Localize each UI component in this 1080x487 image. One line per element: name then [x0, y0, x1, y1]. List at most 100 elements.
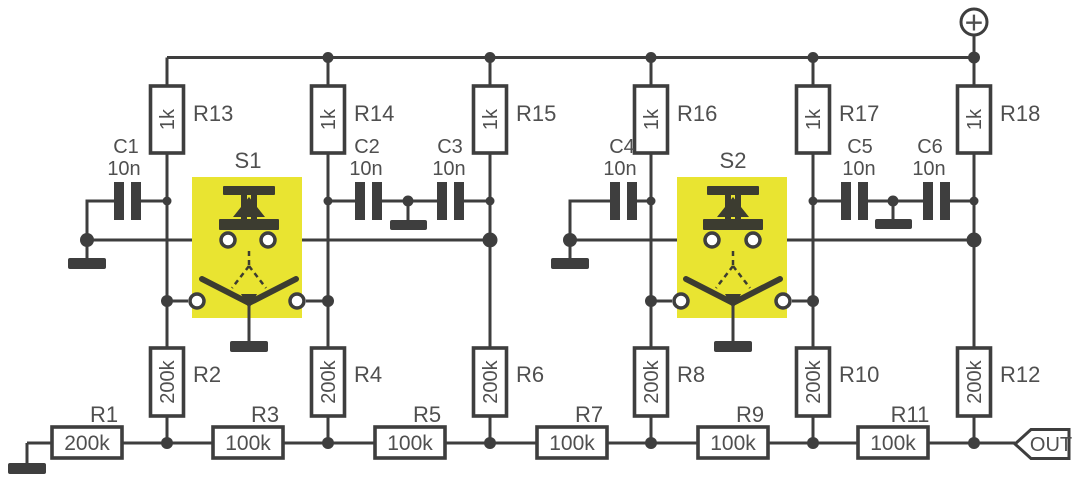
resistor-name: R1: [90, 402, 118, 427]
resistor-r1: R1 200k: [50, 402, 124, 460]
wire-c1-left: [85, 199, 114, 258]
capacitor-name: C4: [609, 136, 635, 158]
ground-symbols: [8, 219, 912, 474]
switch-contact: [259, 231, 277, 249]
resistor-value: 100k: [549, 432, 595, 455]
capacitor-name: C6: [917, 136, 943, 158]
resistor-value: 200k: [318, 359, 340, 403]
switch-s1-arms: [199, 276, 299, 306]
switch-contact: [219, 231, 237, 249]
resistor-name: R5: [413, 402, 441, 427]
resistor-r10: 200k R10: [794, 346, 879, 418]
resistor-r3: R3 100k: [211, 402, 285, 460]
switch-contact: [288, 292, 306, 310]
capacitor-value: 10n: [912, 158, 945, 180]
resistor-r15: 1k R15: [471, 84, 556, 155]
resistor-value: 100k: [710, 432, 756, 455]
power-supply-positive: +: [959, 5, 989, 41]
resistor-r12: 200k R12: [955, 346, 1040, 418]
power-plus-label: +: [965, 5, 984, 41]
switch-s1: S1: [188, 148, 306, 341]
switch-contact: [672, 292, 690, 310]
switch-s2-label: S2: [720, 148, 747, 173]
switch-contact: [774, 292, 792, 310]
power-circle-icon: [959, 7, 989, 37]
resistor-name: R12: [1000, 362, 1040, 387]
resistor-value: 200k: [64, 432, 110, 455]
resistor-value: 1k: [803, 108, 825, 130]
wire-top-leads: [165, 57, 815, 86]
resistor-value: 200k: [964, 359, 986, 403]
ground-icon: [230, 341, 268, 352]
resistor-r2: 200k R2: [148, 346, 221, 418]
resistor-value: 200k: [157, 359, 179, 403]
resistor-name: R8: [677, 362, 705, 387]
capacitor-name: C3: [437, 136, 463, 158]
resistor-name: R16: [677, 101, 717, 126]
pushbutton-actuator-icon: [219, 186, 279, 230]
resistor-name: R15: [516, 101, 556, 126]
resistor-name: R9: [736, 402, 764, 427]
resistor-r6: 200k R6: [471, 346, 544, 418]
ground-icon: [8, 463, 46, 474]
resistor-value: 100k: [225, 432, 271, 455]
out-terminal: OUT: [1012, 428, 1072, 460]
resistor-r8: 200k R8: [632, 346, 705, 418]
capacitor-value: 10n: [107, 158, 140, 180]
capacitor-value: 10n: [603, 158, 636, 180]
resistor-r13: 1k R13: [148, 84, 233, 155]
switch-contact: [703, 231, 721, 249]
switch-s2-pivot: [725, 294, 741, 309]
resistor-r18: 1k R18: [955, 84, 1040, 155]
capacitor-name: C5: [847, 136, 873, 158]
resistor-value: 1k: [318, 108, 340, 130]
out-label: OUT: [1030, 434, 1072, 456]
resistor-name: R11: [891, 402, 930, 427]
ground-icon: [68, 258, 106, 269]
capacitor-c1: C1 10n: [107, 136, 141, 220]
resistor-value: 1k: [480, 108, 502, 130]
resistor-value: 100k: [870, 432, 916, 455]
capacitor-c3: C3 10n: [432, 136, 466, 220]
switch-s1-label: S1: [235, 148, 262, 173]
resistor-r11: R11 100k: [856, 402, 930, 460]
pushbutton-actuator-icon: [703, 186, 763, 230]
junction-dots: [80, 51, 982, 449]
switch-linkage-dashes: [715, 251, 751, 289]
capacitor-c2: C2 10n: [349, 136, 383, 220]
capacitor-value: 10n: [842, 158, 875, 180]
resistor-value: 200k: [480, 359, 502, 403]
resistor-r16: 1k R16: [632, 84, 717, 155]
resistor-value: 1k: [157, 108, 179, 130]
resistor-value: 1k: [964, 108, 986, 130]
capacitor-value: 10n: [349, 158, 382, 180]
capacitor-c6: C6 10n: [912, 136, 950, 220]
switch-s2: S2: [672, 148, 792, 341]
resistor-name: R17: [839, 101, 879, 126]
resistor-name: R10: [839, 362, 879, 387]
switch-s1-pivot: [241, 294, 257, 309]
resistor-name: R14: [354, 101, 394, 126]
resistor-value: 1k: [641, 108, 663, 130]
capacitor-c4: C4 10n: [603, 136, 637, 220]
resistor-name: R3: [251, 402, 279, 427]
resistor-r17: 1k R17: [794, 84, 879, 155]
capacitor-value: 10n: [432, 158, 465, 180]
resistor-name: R7: [575, 402, 603, 427]
resistor-value: 200k: [803, 359, 825, 403]
resistor-r14: 1k R14: [309, 84, 394, 155]
out-tag-icon: [1012, 428, 1071, 460]
switch-contact: [188, 292, 206, 310]
switch-linkage-dashes: [231, 251, 267, 289]
ground-icon: [714, 341, 752, 352]
ground-icon: [551, 258, 589, 269]
resistor-value: 100k: [387, 432, 433, 455]
ground-icon: [875, 219, 912, 229]
resistor-r5: R5 100k: [373, 402, 447, 460]
resistor-r9: R9 100k: [696, 402, 770, 460]
wire-c4-left: [568, 199, 610, 258]
resistor-name: R13: [193, 101, 233, 126]
resistor-name: R6: [516, 362, 544, 387]
